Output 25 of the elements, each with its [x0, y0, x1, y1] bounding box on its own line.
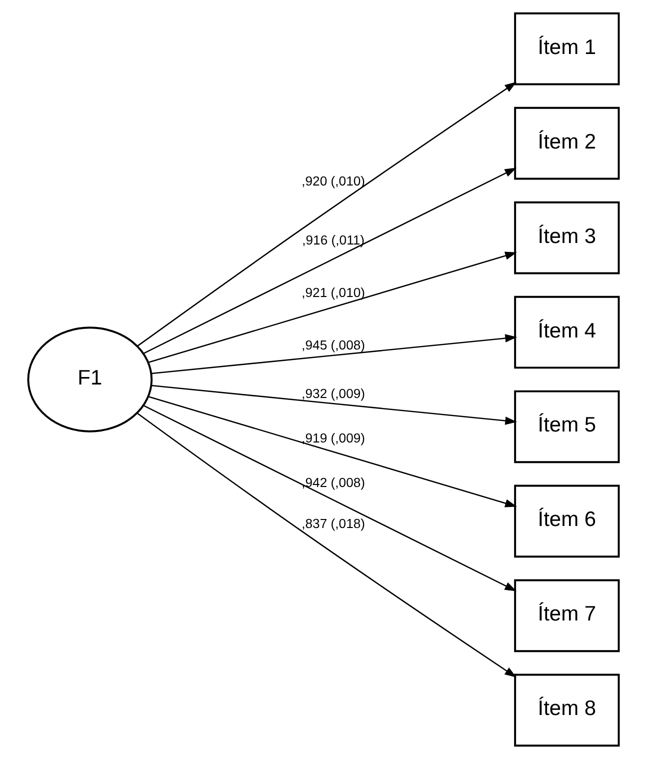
arrow: [142, 168, 516, 354]
arrow: [148, 252, 516, 364]
node-box: Ítem 5: [514, 390, 620, 464]
node-box: Ítem 4: [514, 296, 620, 369]
edge-label: ,837 (,018): [301, 516, 365, 531]
node-box: Ítem 8: [514, 674, 620, 747]
node-box: Ítem 3: [514, 201, 620, 274]
edge-label: ,919 (,009): [301, 430, 365, 446]
edge-label: ,921 (,010): [301, 284, 365, 300]
edge-label: ,945 (,008): [301, 337, 365, 352]
arrow: [136, 412, 516, 678]
edge-label: ,942 (,008): [301, 475, 365, 490]
node-box: Ítem 1: [514, 12, 620, 86]
node-box: Ítem 2: [514, 106, 620, 180]
edge-label: ,916 (,011): [302, 232, 364, 248]
node-box: Ítem 7: [514, 579, 620, 652]
arrow: [150, 334, 517, 374]
node-ellipse: F1: [26, 326, 152, 432]
arrow: [150, 384, 517, 425]
edge-label: ,920 (,010): [301, 173, 365, 188]
edge-label: ,932 (,009): [301, 386, 365, 401]
arrow: [136, 82, 516, 346]
arrow: [148, 396, 516, 508]
arrow: [142, 404, 516, 592]
node-box: Ítem 6: [514, 484, 620, 558]
